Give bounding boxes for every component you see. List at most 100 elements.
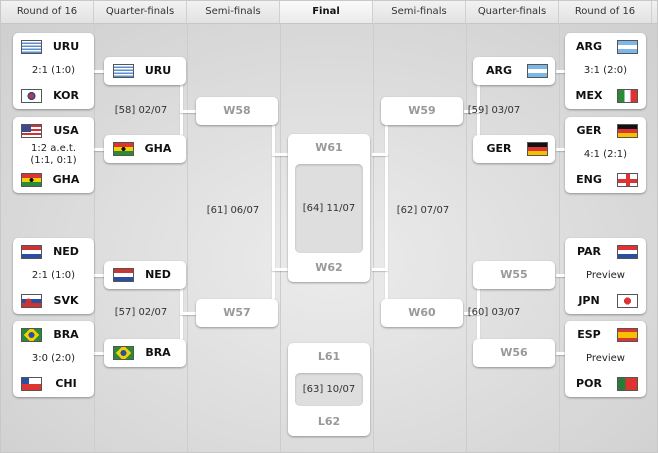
column-divider [559, 23, 560, 452]
match-score: 3:0 (2:0) [31, 353, 76, 364]
flag-ned-icon [113, 268, 134, 282]
team-code: ESP [577, 328, 601, 341]
connector-line [94, 148, 104, 151]
column-divider [280, 23, 281, 452]
team-code: BRA [145, 346, 171, 359]
flag-usa-icon [21, 124, 42, 138]
connector-line [94, 274, 104, 277]
connector-line [180, 110, 196, 113]
flag-bra-icon [113, 346, 134, 360]
semi-final-slot[interactable]: W57 [196, 299, 278, 327]
team-code: GER [576, 124, 602, 137]
team-code: ENG [576, 173, 602, 186]
connector-line [556, 148, 566, 151]
team-code: USA [53, 124, 79, 137]
quarter-final-slot[interactable]: GER [473, 135, 555, 163]
flag-esp-icon [617, 328, 638, 342]
semi-final-slot[interactable]: W58 [196, 97, 278, 125]
column-divider [373, 23, 374, 452]
connector-line [272, 153, 288, 156]
quarter-final-slot[interactable]: W55 [473, 261, 555, 289]
flag-bra-icon [21, 328, 42, 342]
flag-uru-icon [21, 40, 42, 54]
match-card[interactable]: GER 4:1 (2:1) ENG [565, 117, 646, 193]
team-code: BRA [53, 328, 79, 341]
team-code: GHA [52, 173, 80, 186]
placeholder-slot: L62 [317, 415, 341, 428]
flag-eng-icon [617, 173, 638, 187]
team-code: NED [53, 245, 79, 258]
team-code: GER [486, 142, 512, 155]
third-place-card-inner: [63] 10/07 [295, 373, 363, 406]
placeholder-slot: W57 [223, 306, 251, 319]
tab-final[interactable]: Final [280, 1, 373, 23]
match-card[interactable]: BRA 3:0 (2:0) CHI [13, 321, 94, 397]
quarter-final-slot[interactable]: BRA [104, 339, 186, 367]
team-code: KOR [53, 89, 79, 102]
connector-line [372, 153, 388, 156]
placeholder-slot: W55 [500, 268, 528, 281]
match-date: [61] 06/07 [206, 205, 260, 216]
team-code: POR [576, 377, 602, 390]
match-score: 4:1 (2:1) [583, 149, 628, 160]
quarter-final-slot[interactable]: GHA [104, 135, 186, 163]
connector-line [272, 268, 288, 271]
match-date: [63] 10/07 [302, 383, 356, 395]
tab-semi-finals[interactable]: Semi-finals [373, 1, 466, 23]
connector-line [556, 70, 566, 73]
team-code: PAR [576, 245, 602, 258]
tab-round-of-16[interactable]: Round of 16 [1, 1, 94, 23]
quarter-final-slot[interactable]: W56 [473, 339, 555, 367]
semi-final-slot[interactable]: W59 [381, 97, 463, 125]
connector-line [180, 312, 196, 315]
placeholder-slot: W56 [500, 346, 528, 359]
connector-line [464, 110, 480, 113]
connector-line [385, 125, 388, 299]
team-code: MEX [575, 89, 603, 102]
tab-semi-finals[interactable]: Semi-finals [187, 1, 280, 23]
flag-gha-icon [113, 142, 134, 156]
match-score[interactable]: Preview [586, 353, 625, 364]
placeholder-slot: W60 [408, 306, 436, 319]
team-code: ARG [575, 40, 602, 53]
flag-kor-icon [21, 89, 42, 103]
quarter-final-slot[interactable]: ARG [473, 57, 555, 85]
flag-jpn-icon [617, 294, 638, 308]
connector-line [464, 312, 480, 315]
flag-ger-icon [617, 124, 638, 138]
flag-par-icon [617, 245, 638, 259]
flag-chi-icon [21, 377, 42, 391]
team-code: CHI [55, 377, 77, 390]
match-date: [58] 02/07 [114, 105, 168, 116]
tab-quarter-finals[interactable]: Quarter-finals [466, 1, 559, 23]
team-code: URU [144, 64, 172, 77]
quarter-final-slot[interactable]: URU [104, 57, 186, 85]
placeholder-slot: L61 [317, 350, 341, 363]
column-divider [187, 23, 188, 452]
connector-line [556, 352, 566, 355]
quarter-final-slot[interactable]: NED [104, 261, 186, 289]
match-score[interactable]: Preview [586, 270, 625, 281]
team-code: NED [145, 268, 171, 281]
tab-quarter-finals[interactable]: Quarter-finals [94, 1, 187, 23]
column-divider [466, 23, 467, 452]
flag-arg-icon [527, 64, 548, 78]
tab-round-of-16[interactable]: Round of 16 [559, 1, 652, 23]
connector-line [272, 125, 275, 299]
match-date: [62] 07/07 [396, 205, 450, 216]
flag-svk-icon [21, 294, 42, 308]
team-code: GHA [144, 142, 172, 155]
match-score: 2:1 (1:0) [31, 270, 76, 281]
match-date: [59] 03/07 [467, 105, 521, 116]
match-score: 2:1 (1:0) [31, 65, 76, 76]
semi-final-slot[interactable]: W60 [381, 299, 463, 327]
